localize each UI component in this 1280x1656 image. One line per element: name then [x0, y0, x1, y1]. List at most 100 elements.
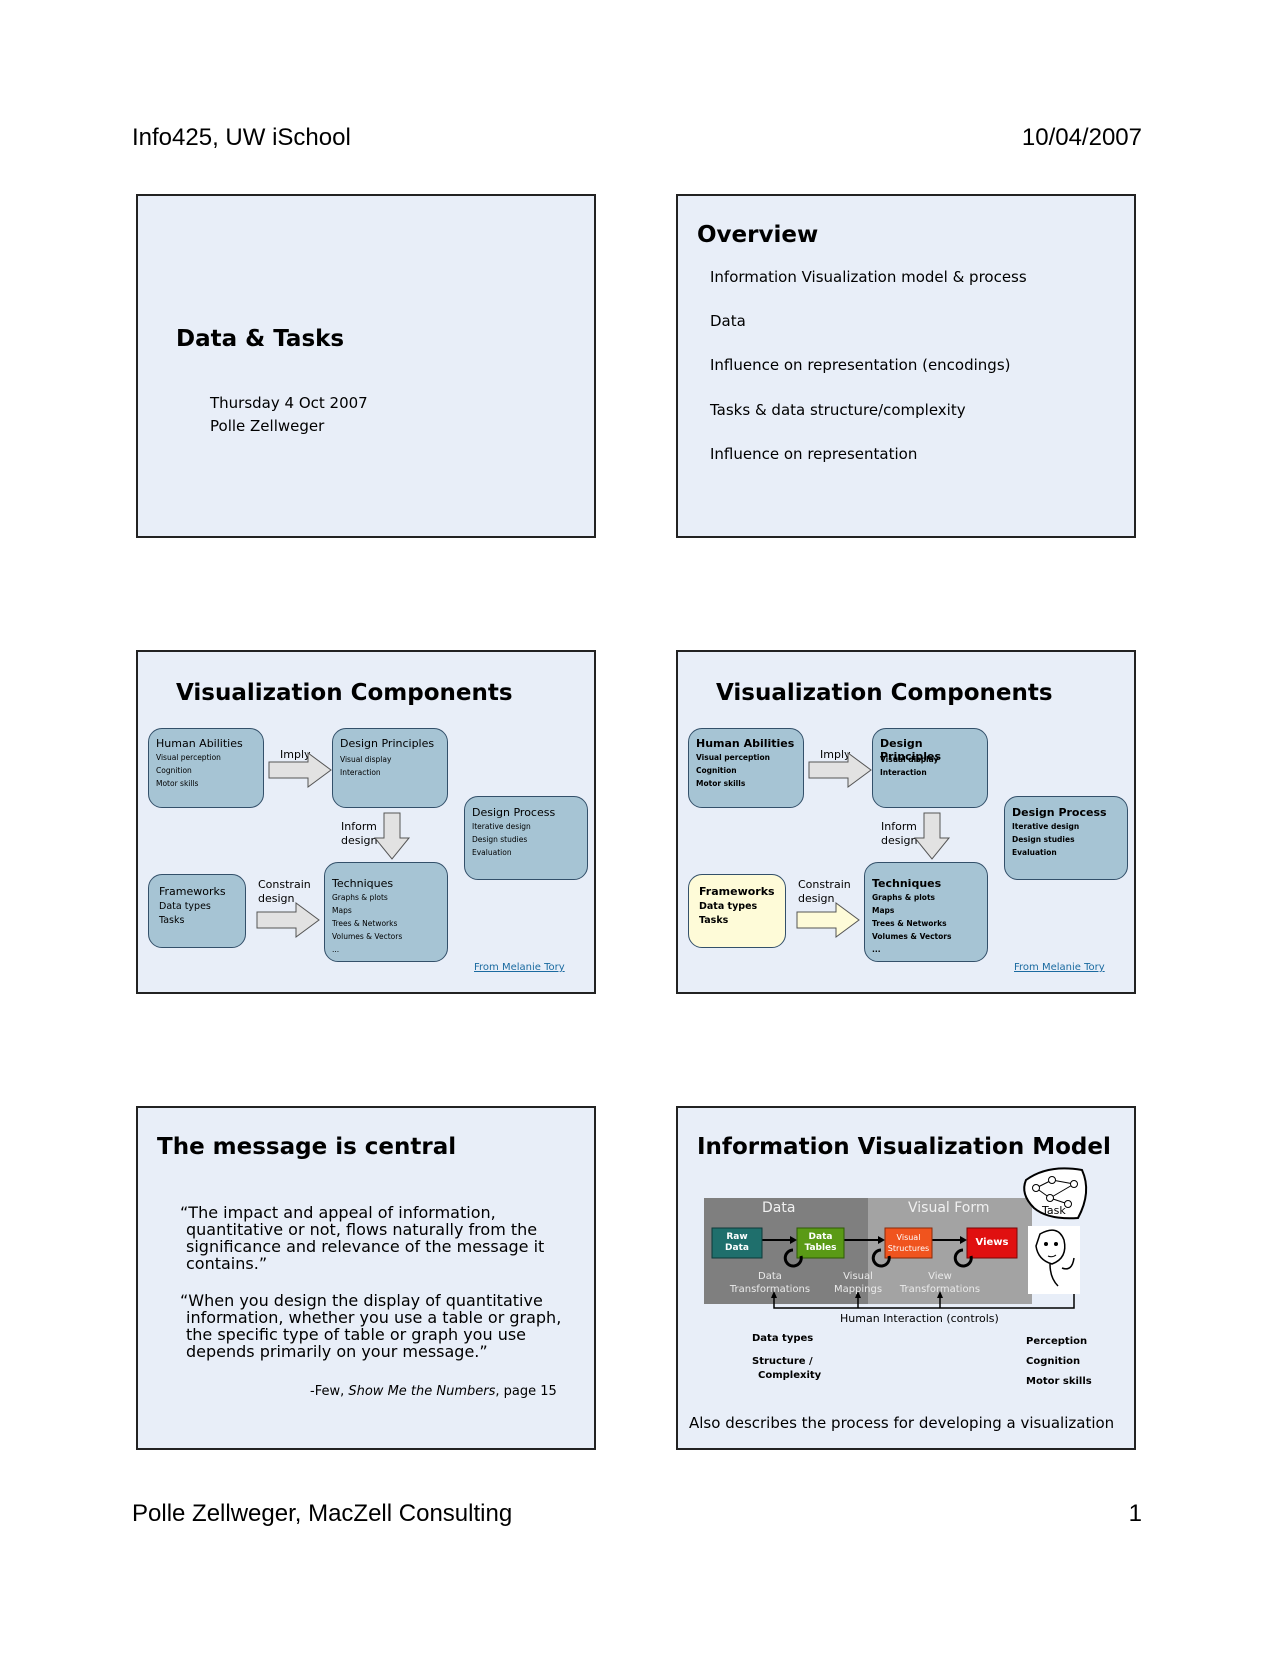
box-item: ... — [872, 945, 881, 954]
box-title: Human Abilities — [156, 737, 243, 750]
person-thinking-icon — [1028, 1226, 1080, 1294]
techniques-box: Techniques Graphs & plots Maps Trees & N… — [864, 862, 988, 962]
box-item: Volumes & Vectors — [872, 932, 952, 941]
visual-form-band-label: Visual Form — [908, 1200, 990, 1216]
design-process-box: Design Process Iterative design Design s… — [464, 796, 588, 880]
box-title: Frameworks — [699, 885, 775, 898]
overview-item: Information Visualization model & proces… — [710, 268, 1027, 286]
box-item: Trees & Networks — [872, 919, 947, 928]
design-principles-box: Design Principles Visual display Interac… — [332, 728, 448, 808]
box-title: Design Principles — [340, 737, 435, 750]
box-title: Design Process — [472, 806, 556, 819]
box-item: Trees & Networks — [332, 919, 398, 928]
box-item: Visual perception — [156, 753, 221, 762]
box-item: Tasks — [699, 915, 729, 926]
right-arrow-icon — [796, 902, 860, 938]
overview-item: Influence on representation (encodings) — [710, 356, 1011, 374]
cognition-label: Cognition — [1026, 1356, 1081, 1367]
box-item: Graphs & plots — [332, 893, 388, 902]
components-title: Visualization Components — [176, 680, 513, 706]
loop-arrow-icon — [783, 1248, 803, 1268]
footer-author: Polle Zellweger, MacZell Consulting — [132, 1500, 513, 1527]
data-tables-node — [796, 1227, 845, 1259]
message-title: The message is central — [157, 1134, 457, 1160]
right-arrow-icon — [808, 752, 872, 788]
box-item: Maps — [332, 906, 352, 915]
box-title: Techniques — [872, 877, 942, 890]
down-arrow-icon — [913, 812, 951, 860]
slide-title: Data & Tasks Thursday 4 Oct 2007 Polle Z… — [136, 194, 596, 538]
human-abilities-box: Human Abilities Visual perception Cognit… — [688, 728, 804, 808]
slide-infovis-model: Information Visualization Model — [676, 1106, 1136, 1450]
box-item: Data types — [699, 901, 758, 912]
components-title: Visualization Components — [716, 680, 1053, 706]
complexity-label: Complexity — [758, 1370, 822, 1381]
data-types-label: Data types — [752, 1333, 814, 1344]
task-graph-icon — [1023, 1167, 1088, 1220]
box-item: Volumes & Vectors — [332, 932, 403, 941]
slide-author: Polle Zellweger — [210, 417, 325, 435]
task-label: Task — [1042, 1204, 1066, 1217]
frameworks-box-highlighted: Frameworks Data types Tasks — [688, 874, 786, 948]
perception-label: Perception — [1026, 1336, 1088, 1347]
slide-date: Thursday 4 Oct 2007 — [210, 394, 368, 412]
slide-components: Visualization Components Human Abilities… — [136, 650, 596, 994]
right-arrow-icon — [256, 902, 320, 938]
design-process-box: Design Process Iterative design Design s… — [1004, 796, 1128, 880]
box-item: Graphs & plots — [872, 893, 935, 902]
box-item: Evaluation — [472, 848, 512, 857]
down-arrow-icon — [373, 812, 411, 860]
frameworks-box: Frameworks Data types Tasks — [148, 874, 246, 948]
box-item: ... — [332, 945, 340, 954]
quote-citation: -Few, Show Me the Numbers, page 15 — [310, 1384, 557, 1399]
credit-link[interactable]: From Melanie Tory — [1014, 962, 1105, 973]
box-item: Iterative design — [472, 822, 531, 831]
box-item: Maps — [872, 906, 895, 915]
box-item: Design studies — [472, 835, 528, 844]
box-item: Data types — [159, 901, 211, 912]
box-item: Cognition — [156, 766, 192, 775]
overview-item: Data — [710, 312, 746, 330]
overview-title: Overview — [697, 222, 819, 248]
box-title: Techniques — [332, 877, 394, 890]
overview-item: Tasks & data structure/complexity — [710, 401, 966, 419]
box-title: Human Abilities — [696, 737, 795, 750]
box-title: Design Process — [1012, 806, 1107, 819]
loop-arrow-icon — [953, 1248, 973, 1268]
right-arrow-icon — [268, 752, 332, 788]
box-item: Interaction — [880, 768, 927, 777]
views-label: Views — [975, 1237, 1009, 1248]
box-item: Motor skills — [696, 779, 746, 788]
slide-message: The message is central “The impact and a… — [136, 1106, 596, 1450]
slide-components-highlight: Visualization Components Human Abilities… — [676, 650, 1136, 994]
box-item: Evaluation — [1012, 848, 1057, 857]
quote-1: “The impact and appeal of information, q… — [180, 1203, 545, 1273]
box-item: Visual display — [880, 755, 939, 764]
human-interaction-label: Human Interaction (controls) — [840, 1312, 999, 1325]
quote-2: “When you design the display of quantita… — [180, 1291, 562, 1361]
human-abilities-box: Human Abilities Visual perception Cognit… — [148, 728, 264, 808]
techniques-box: Techniques Graphs & plots Maps Trees & N… — [324, 862, 448, 962]
data-band-label: Data — [762, 1200, 796, 1216]
model-title: Information Visualization Model — [697, 1134, 1111, 1160]
model-caption: Also describes the process for developin… — [689, 1414, 1115, 1432]
overview-item: Influence on representation — [710, 445, 918, 463]
box-item: Cognition — [696, 766, 737, 775]
structure-label: Structure / — [752, 1356, 813, 1367]
slide-title-heading: Data & Tasks — [176, 326, 345, 352]
credit-link[interactable]: From Melanie Tory — [474, 962, 565, 973]
imply-label: Imply — [280, 748, 311, 761]
box-item: Design studies — [1012, 835, 1075, 844]
header-course: Info425, UW iSchool — [132, 124, 351, 151]
page-number: 1 — [1128, 1500, 1142, 1527]
header-date: 10/04/2007 — [1021, 124, 1142, 151]
